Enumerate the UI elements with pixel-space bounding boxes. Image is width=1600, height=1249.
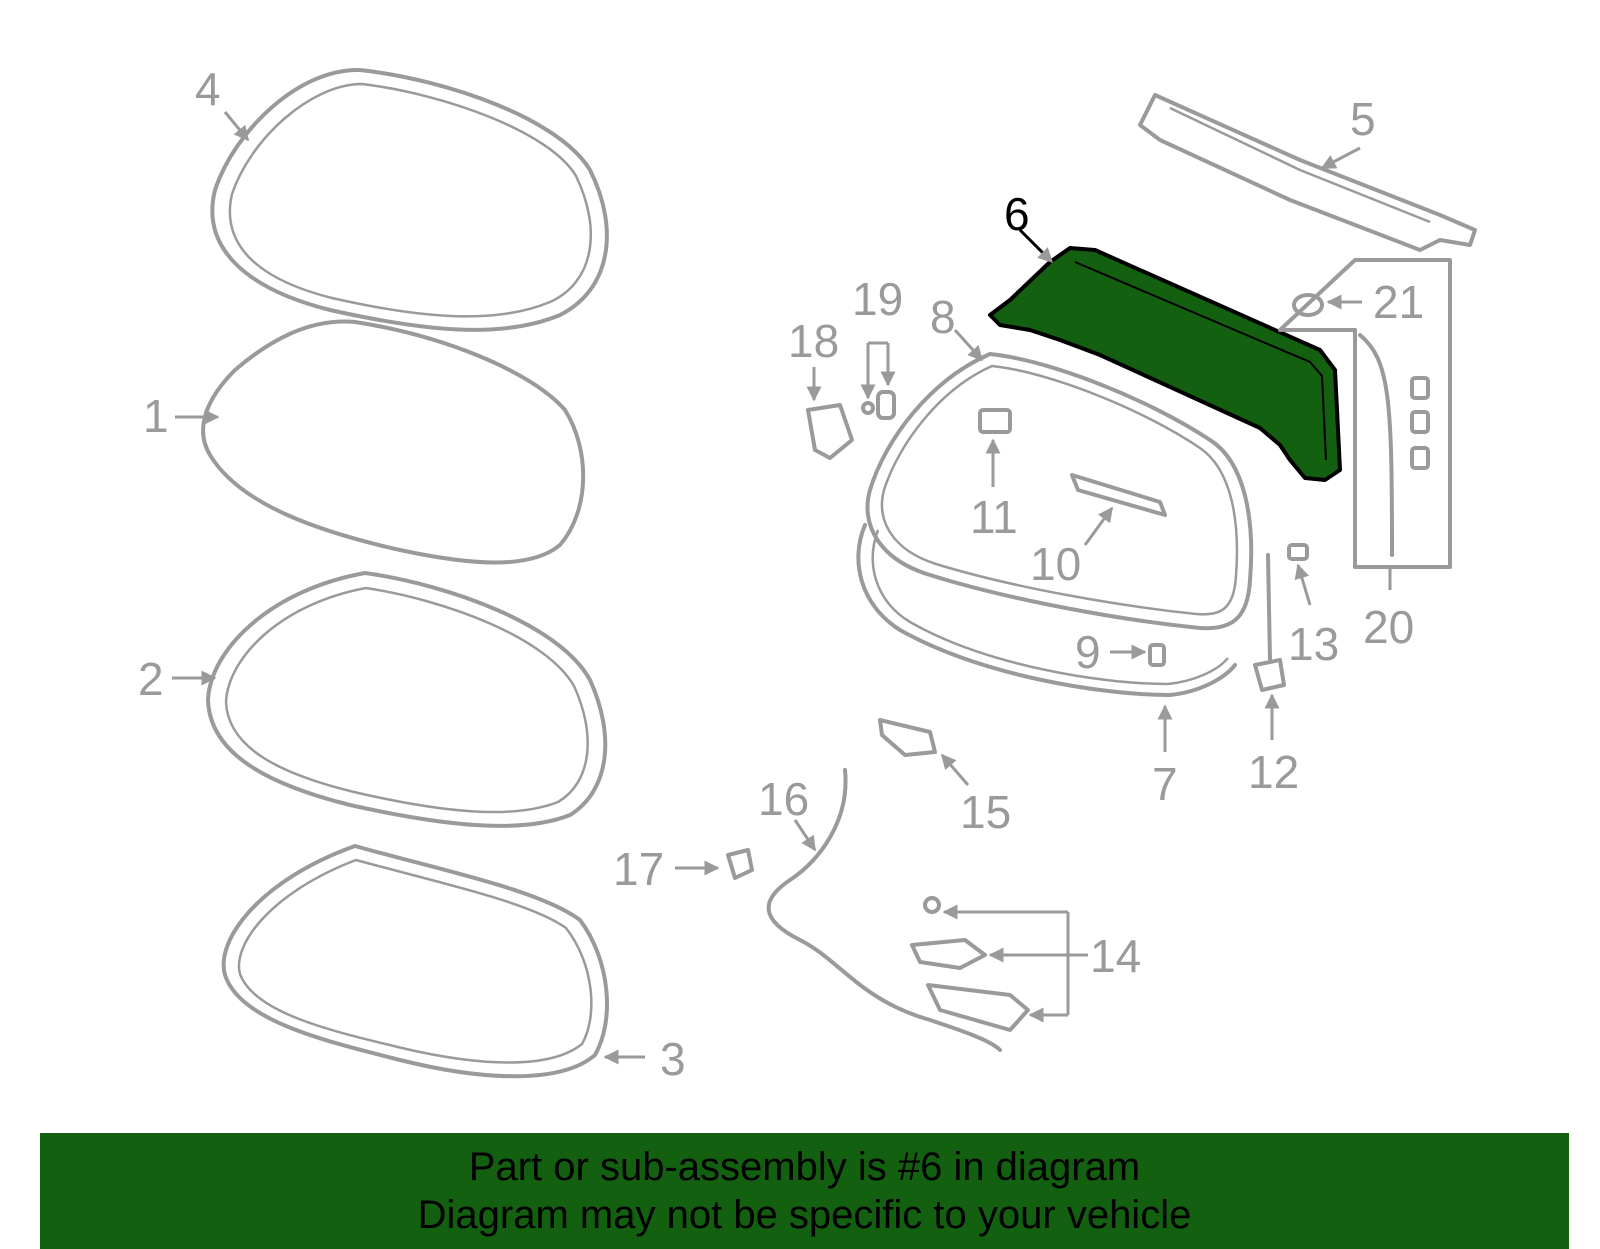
info-banner: Part or sub-assembly is #6 in diagram Di… xyxy=(40,1133,1569,1249)
part-8-hatch-door[interactable] xyxy=(865,352,1254,631)
callout-5: 5 xyxy=(1350,93,1376,145)
callout-labels: 4 1 2 3 5 6 7 8 9 10 11 12 13 14 15 16 1… xyxy=(138,63,1424,1085)
callout-7: 7 xyxy=(1152,758,1178,810)
callout-8: 8 xyxy=(930,291,956,343)
banner-line-1: Part or sub-assembly is #6 in diagram xyxy=(468,1145,1141,1189)
callout-17: 17 xyxy=(613,843,664,895)
part-5-garnish[interactable] xyxy=(1138,93,1477,252)
part-17-clip[interactable] xyxy=(726,848,754,880)
callout-11: 11 xyxy=(970,491,1018,543)
part-18-hinge[interactable] xyxy=(806,403,854,460)
part-4-weatherstrip[interactable] xyxy=(210,67,609,332)
part-14-latch[interactable] xyxy=(910,896,1030,1032)
callout-15: 15 xyxy=(960,786,1011,838)
callout-20: 20 xyxy=(1363,601,1414,653)
part-3-molding[interactable] xyxy=(221,844,609,1079)
part-9-clip[interactable] xyxy=(1148,643,1166,667)
callout-3: 3 xyxy=(660,1033,686,1085)
callout-13: 13 xyxy=(1288,618,1339,670)
banner-line-2: Diagram may not be specific to your vehi… xyxy=(417,1193,1192,1237)
part-12-bracket[interactable] xyxy=(1253,658,1286,692)
callout-2: 2 xyxy=(138,653,164,705)
callout-9: 9 xyxy=(1075,626,1101,678)
part-19-bolt[interactable] xyxy=(861,390,896,420)
part-2-seal[interactable] xyxy=(206,571,608,828)
part-13-stay[interactable] xyxy=(1266,543,1309,662)
part-1-glass[interactable] xyxy=(201,319,586,565)
callout-10: 10 xyxy=(1030,538,1081,590)
part-21-nozzle[interactable] xyxy=(1292,293,1324,317)
part-11-switch[interactable] xyxy=(978,408,1012,434)
callout-1: 1 xyxy=(143,390,169,442)
part-6-panel-highlighted[interactable] xyxy=(988,246,1342,482)
part-16-cable[interactable] xyxy=(766,768,1002,1052)
callout-6: 6 xyxy=(1004,188,1030,240)
callout-12: 12 xyxy=(1248,746,1299,798)
callout-19: 19 xyxy=(852,273,903,325)
part-10-light[interactable] xyxy=(1070,473,1167,517)
callout-18: 18 xyxy=(788,315,839,367)
callout-14: 14 xyxy=(1090,930,1141,982)
part-7-lower-seal[interactable] xyxy=(856,523,1237,697)
part-15-striker[interactable] xyxy=(878,718,937,757)
callout-21: 21 xyxy=(1373,276,1424,328)
part-20-washer-hose-box[interactable] xyxy=(1278,258,1452,569)
callout-16: 16 xyxy=(758,773,809,825)
leader-lines xyxy=(172,111,1392,1065)
callout-4: 4 xyxy=(195,63,221,115)
